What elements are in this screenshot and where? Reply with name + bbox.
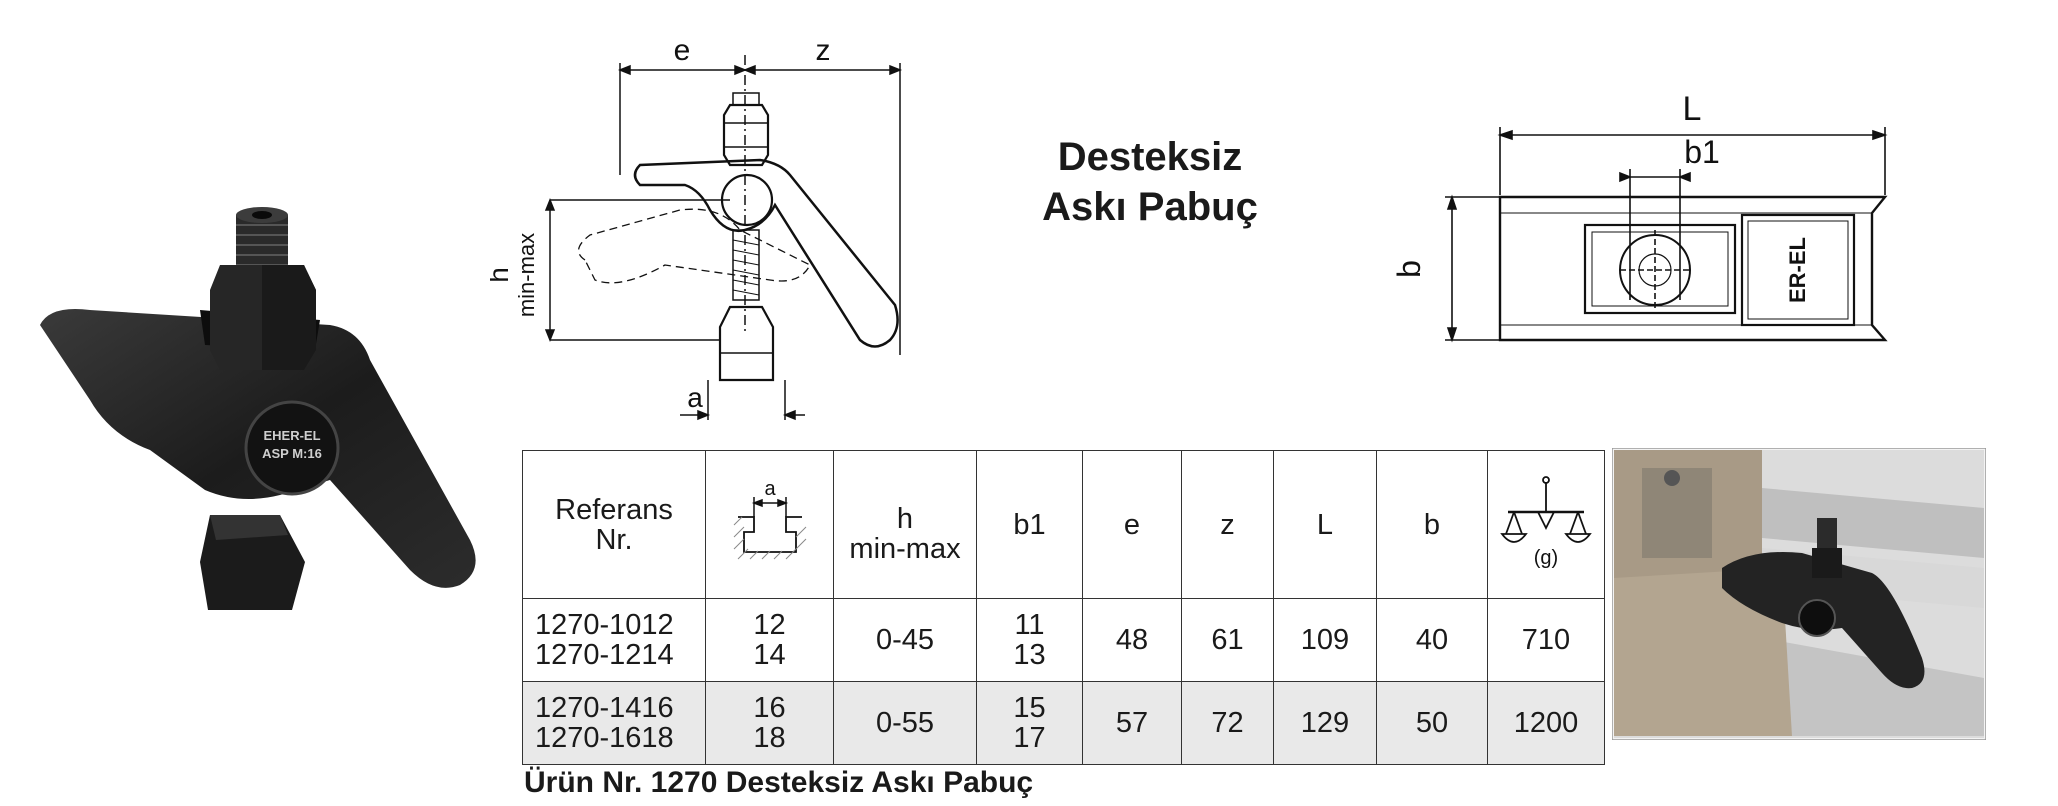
cell-z: 72 xyxy=(1181,681,1274,765)
cell-b1: 11 13 xyxy=(976,598,1083,682)
photo-logo: EHER-EL xyxy=(263,428,320,443)
b1-value: 17 xyxy=(1013,722,1046,754)
dim-b-label: b xyxy=(1391,260,1427,278)
spec-table: Referans Nr. a xyxy=(522,450,1605,765)
b1-value: 15 xyxy=(1013,692,1046,724)
ref-value: 1270-1214 xyxy=(535,639,674,671)
cell-b: 40 xyxy=(1376,598,1488,682)
cell-e: 48 xyxy=(1082,598,1182,682)
cell-e: 57 xyxy=(1082,681,1182,765)
title-line-1: Desteksiz xyxy=(1057,135,1243,179)
cell-b1: 15 17 xyxy=(976,681,1083,765)
a-value: 12 xyxy=(753,609,786,641)
b1-value: 13 xyxy=(1013,639,1046,671)
dim-z-label: z xyxy=(816,35,831,67)
scale-icon: (g) xyxy=(1500,475,1592,569)
photo-marking: ASP M:16 xyxy=(262,446,322,461)
dim-b1-label: b1 xyxy=(1684,134,1720,170)
ref-value: 1270-1012 xyxy=(535,609,674,641)
cell-ref: 1270-1012 1270-1214 xyxy=(522,598,706,682)
b1-value: 11 xyxy=(1014,609,1045,641)
cell-L: 129 xyxy=(1273,681,1377,765)
cell-ref: 1270-1416 1270-1618 xyxy=(522,681,706,765)
side-view-drawing: e z h min-max a xyxy=(490,35,903,421)
cell-weight: 1200 xyxy=(1487,681,1605,765)
header-a: a xyxy=(705,450,834,599)
t-slot-icon: a xyxy=(733,478,806,559)
cell-a: 12 14 xyxy=(705,598,834,682)
product-caption: Ürün Nr. 1270 Desteksiz Askı Pabuç xyxy=(524,766,1034,799)
header-L: L xyxy=(1273,450,1377,599)
table-header-row: Referans Nr. a xyxy=(522,450,1605,599)
header-weight-unit: (g) xyxy=(1534,547,1558,569)
cell-weight: 710 xyxy=(1487,598,1605,682)
a-value: 16 xyxy=(753,692,786,724)
header-referans: Referans Nr. xyxy=(522,450,706,599)
dim-L-label: L xyxy=(1683,90,1702,128)
top-view-drawing: L b1 b ER-EL xyxy=(1391,90,1888,343)
table-row: 1270-1416 1270-1618 16 18 0-55 15 17 57 … xyxy=(522,681,1605,765)
cell-a: 16 18 xyxy=(705,681,834,765)
ref-value: 1270-1416 xyxy=(535,692,674,724)
cell-h: 0-55 xyxy=(833,681,977,765)
product-title: Desteksiz Askı Pabuç xyxy=(1000,132,1300,232)
cell-z: 61 xyxy=(1181,598,1274,682)
cell-L: 109 xyxy=(1273,598,1377,682)
title-line-2: Askı Pabuç xyxy=(1042,185,1258,229)
dim-minmax-label: min-max xyxy=(514,233,539,317)
a-value: 14 xyxy=(753,639,786,671)
header-h: h min-max xyxy=(833,450,977,599)
header-weight: (g) xyxy=(1487,450,1605,599)
header-b1: b1 xyxy=(976,450,1083,599)
ref-value: 1270-1618 xyxy=(535,722,674,754)
dim-a-label: a xyxy=(687,382,703,413)
header-a-label: a xyxy=(764,478,776,500)
top-view-logo: ER-EL xyxy=(1785,237,1810,303)
header-h-line1: h xyxy=(896,502,914,535)
header-ref-line2: Nr. xyxy=(595,523,633,556)
header-b: b xyxy=(1376,450,1488,599)
a-value: 18 xyxy=(753,722,786,754)
product-photo: EHER-EL ASP M:16 xyxy=(40,207,476,610)
dim-e-label: e xyxy=(674,35,691,67)
cell-h: 0-45 xyxy=(833,598,977,682)
header-ref-line1: Referans xyxy=(555,493,673,526)
application-photo xyxy=(1612,448,1986,740)
header-h-line2: min-max xyxy=(849,532,961,565)
dim-h-label: h xyxy=(490,267,514,283)
cell-b: 50 xyxy=(1376,681,1488,765)
header-e: e xyxy=(1082,450,1182,599)
header-z: z xyxy=(1181,450,1274,599)
table-row: 1270-1012 1270-1214 12 14 0-45 11 13 48 … xyxy=(522,598,1605,682)
